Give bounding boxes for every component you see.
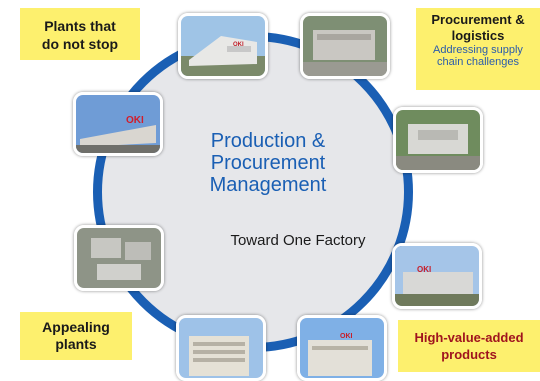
label-line: Appealing bbox=[42, 319, 110, 335]
factory-photo-6: OKI bbox=[392, 243, 482, 309]
factory-photo-4 bbox=[393, 107, 483, 173]
label-plants-that-do-not-stop: Plants that do not stop bbox=[20, 8, 140, 60]
factory-photo-8: OKI bbox=[297, 315, 387, 381]
label-line: do not stop bbox=[41, 36, 119, 52]
photo-sign: OKI bbox=[233, 42, 244, 48]
label-appealing-plants: Appealing plants bbox=[20, 312, 132, 360]
factory-photo-2 bbox=[300, 13, 390, 79]
center-title-line: Production & bbox=[210, 130, 326, 152]
factory-photo-4-image bbox=[396, 110, 480, 170]
factory-photo-8-image: OKI bbox=[300, 318, 384, 378]
factory-photo-5 bbox=[74, 225, 164, 291]
center-subtitle: Toward One Factory bbox=[230, 232, 366, 249]
label-subline: Addressing supply bbox=[433, 44, 523, 56]
factory-photo-3: OKI bbox=[73, 92, 163, 156]
label-procurement-logistics: Procurement & logistics Addressing suppl… bbox=[416, 8, 540, 90]
label-high-value-added-products: High-value-added products bbox=[398, 320, 540, 372]
photo-sign: OKI bbox=[417, 265, 431, 274]
photo-sign: OKI bbox=[340, 333, 353, 340]
label-line: logistics bbox=[451, 28, 505, 43]
photo-sign: OKI bbox=[126, 115, 144, 126]
label-line: plants bbox=[55, 336, 97, 352]
factory-photo-6-image: OKI bbox=[395, 246, 479, 306]
factory-photo-2-image bbox=[303, 16, 387, 76]
factory-photo-3-image: OKI bbox=[76, 95, 160, 153]
factory-photo-1-image: OKI bbox=[181, 16, 265, 76]
label-line: Procurement & bbox=[431, 12, 525, 27]
label-line: High-value-added bbox=[414, 330, 524, 345]
label-line: products bbox=[441, 347, 497, 362]
label-line: Plants that bbox=[44, 18, 116, 34]
center-title-line: Management bbox=[209, 174, 327, 196]
factory-photo-7-image bbox=[179, 318, 263, 378]
factory-photo-1: OKI bbox=[178, 13, 268, 79]
label-subline: chain challenges bbox=[437, 56, 519, 68]
center-title: Production & Procurement Management bbox=[180, 130, 356, 196]
center-title-line: Procurement bbox=[210, 152, 326, 174]
factory-photo-7 bbox=[176, 315, 266, 381]
factory-photo-5-image bbox=[77, 228, 161, 288]
